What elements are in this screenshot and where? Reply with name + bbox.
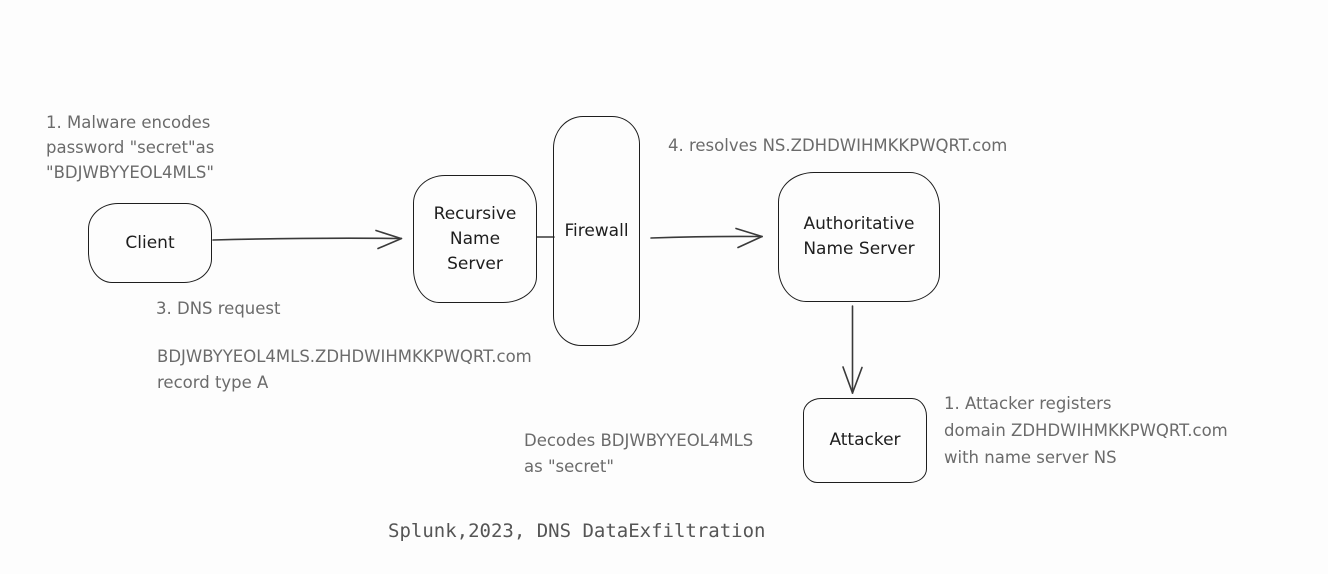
note-line: "BDJWBYYEOL4MLS" [46, 163, 214, 182]
note-line: with name server NS [944, 448, 1117, 467]
diagram-caption: Splunk,2023, DNS DataExfiltration [388, 520, 766, 542]
node-recursive-label: Recursive Name Server [433, 203, 517, 274]
note-line: password "secret"as [46, 138, 215, 157]
node-authoritative-name-server: Authoritative Name Server [778, 172, 940, 302]
note-resolves-ns: 4. resolves NS.ZDHDWIHMKKPWQRT.com [668, 133, 1007, 158]
arrow-client-to-recursive [212, 229, 403, 250]
note-line: domain ZDHDWIHMKKPWQRT.com [944, 421, 1228, 440]
node-client: Client [88, 203, 212, 283]
note-line: 1. Malware encodes [46, 113, 211, 132]
note-line: as "secret" [524, 457, 614, 476]
note-line: record type A [157, 373, 269, 392]
node-recursive-name-server: Recursive Name Server [413, 175, 537, 303]
note-line: 4. resolves NS.ZDHDWIHMKKPWQRT.com [668, 136, 1008, 155]
node-attacker-label: Attacker [829, 430, 901, 450]
node-client-label: Client [125, 232, 175, 253]
note-line: 1. Attacker registers [944, 394, 1112, 413]
arrow-firewall-to-authoritative [650, 227, 763, 249]
note-attacker-registers: 1. Attacker registers domain ZDHDWIHMKKP… [944, 390, 1228, 471]
note-dns-request: 3. DNS request [156, 296, 280, 321]
note-line: Decodes BDJWBYYEOL4MLS [524, 431, 754, 450]
node-authoritative-label: Authoritative Name Server [803, 214, 915, 259]
node-firewall-label: Firewall [564, 220, 629, 241]
node-firewall: Firewall [553, 116, 640, 346]
node-attacker: Attacker [803, 398, 927, 483]
arrow-authoritative-to-attacker [842, 305, 863, 394]
note-line: BDJWBYYEOL4MLS.ZDHDWIHMKKPWQRT.com [157, 347, 532, 366]
note-line: 3. DNS request [156, 299, 281, 318]
note-decodes-secret: Decodes BDJWBYYEOL4MLS as "secret" [524, 428, 753, 480]
note-malware-encodes: 1. Malware encodes password "secret"as "… [46, 110, 214, 185]
note-dns-query: BDJWBYYEOL4MLS.ZDHDWIHMKKPWQRT.com recor… [157, 344, 532, 396]
